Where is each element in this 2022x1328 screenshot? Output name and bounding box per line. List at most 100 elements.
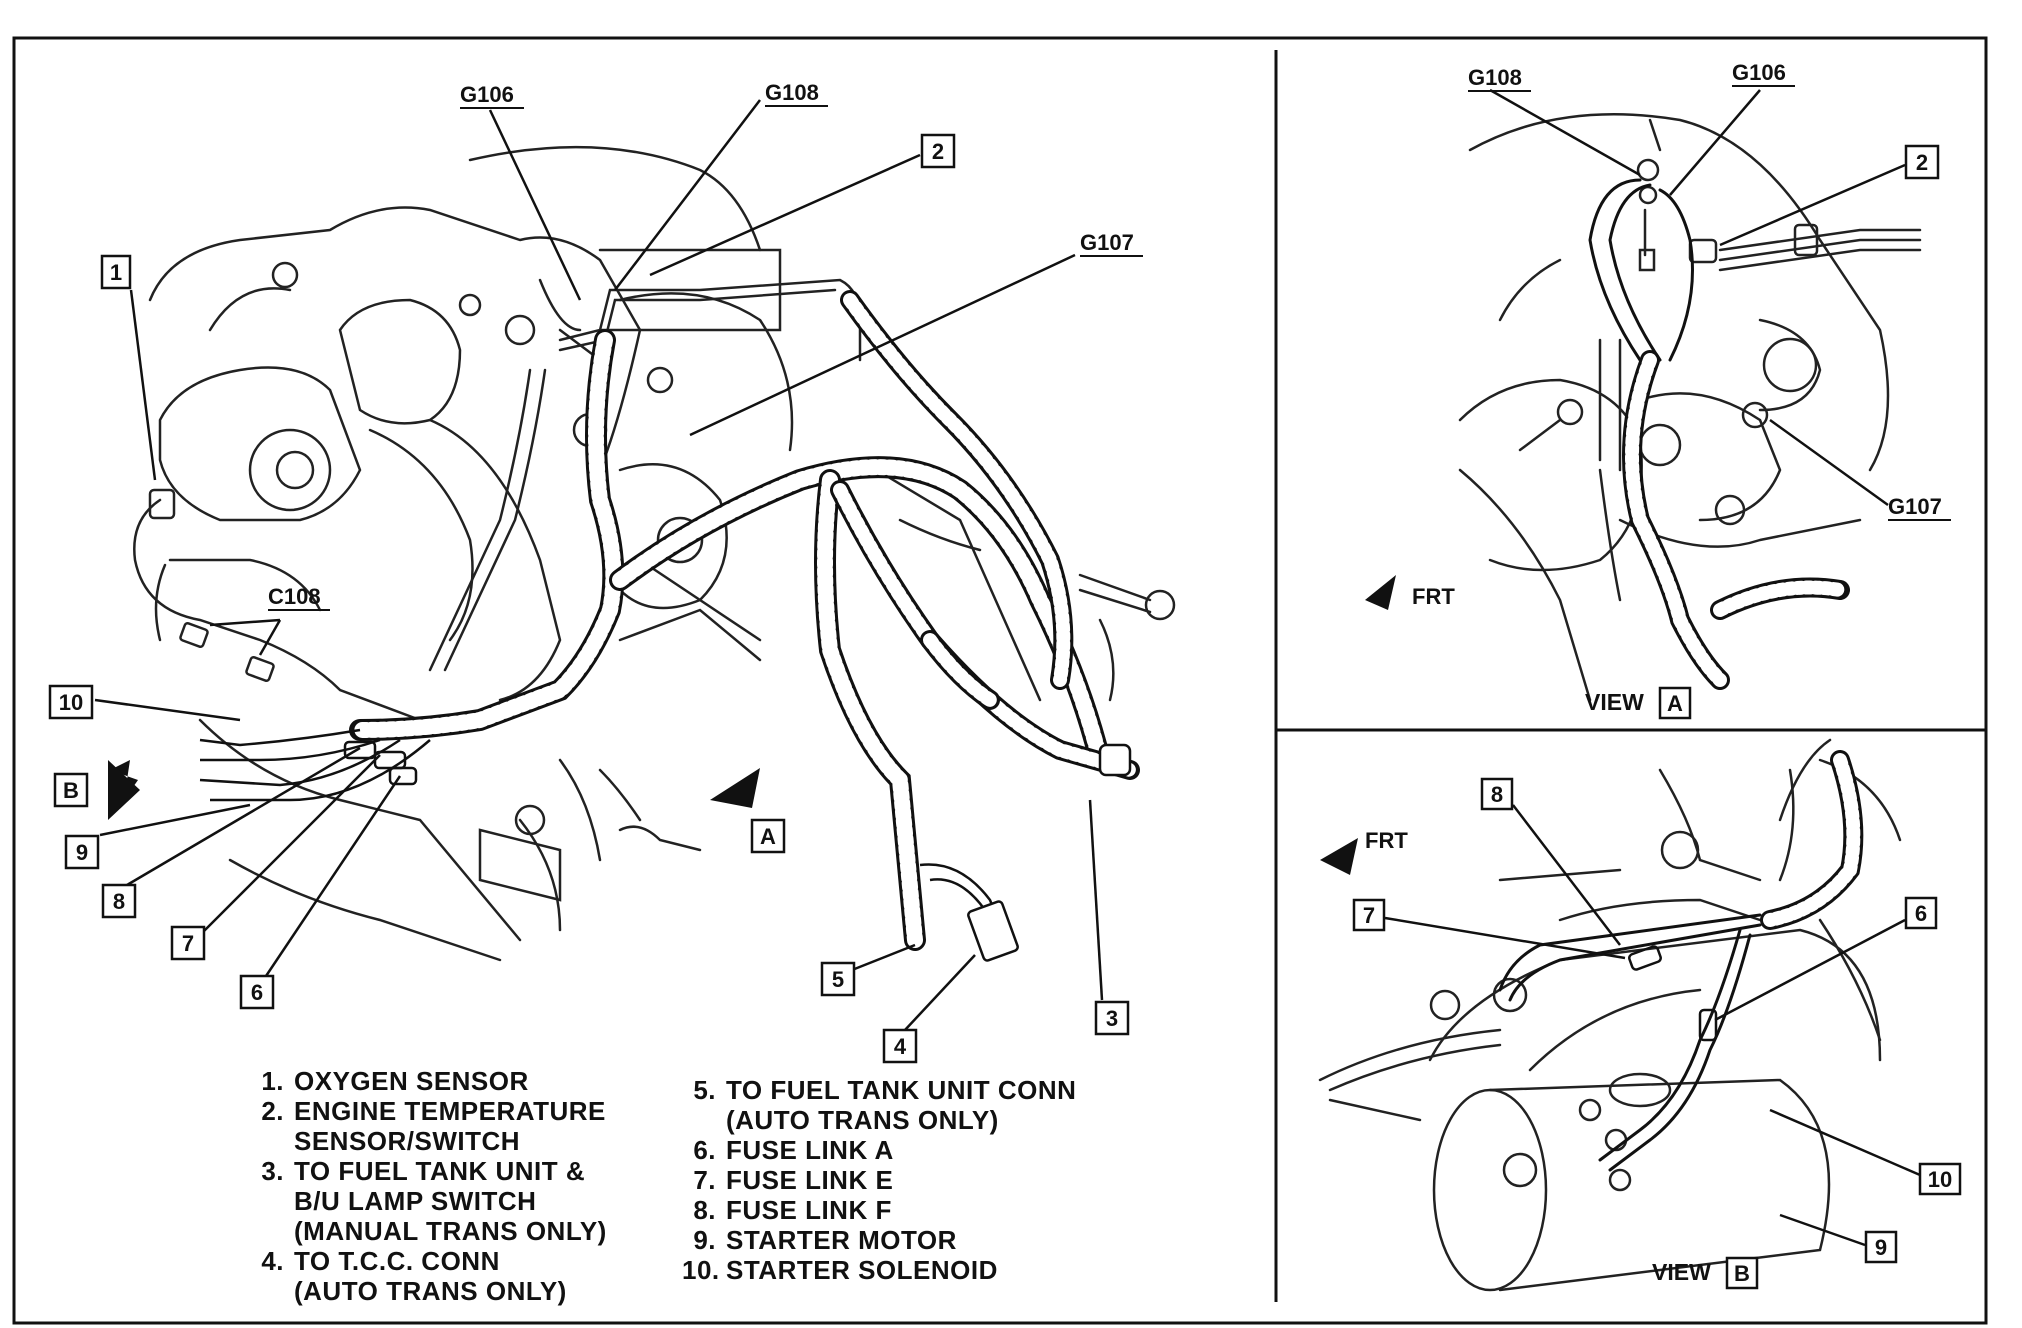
view-a-arrow (710, 768, 760, 808)
view-b-callout-10-text: 10 (1928, 1167, 1952, 1192)
view-a-callout-2-text: 2 (1916, 150, 1928, 175)
view-b-callout-8: 8 (1480, 777, 1514, 811)
legend-num: 10. (682, 1255, 720, 1285)
ground-label-g106-text: G106 (460, 82, 514, 107)
callout-9: 9 (64, 834, 100, 870)
legend-item-6: 6. FUSE LINK A (682, 1135, 1162, 1165)
view-a-callout-2: 2 (1904, 144, 1940, 180)
wiring-harness (349, 290, 1140, 951)
leader-lines-view-a (1489, 88, 1906, 507)
legend-text: ENGINE TEMPERATURE SENSOR/SWITCH (294, 1096, 606, 1156)
legend-num: 4. (261, 1246, 284, 1276)
callout-1-text: 1 (110, 260, 122, 285)
leader-lines-view-b (1384, 804, 1921, 1247)
view-b-title-text: VIEW (1652, 1259, 1711, 1285)
legend-text: FUSE LINK A (726, 1135, 894, 1165)
outer-frame (12, 36, 1988, 1325)
view-a-ground-g108: G108 (1468, 65, 1531, 92)
legend-num: 9. (693, 1225, 716, 1255)
legend-text: TO FUEL TANK UNIT & B/U LAMP SWITCH (MAN… (294, 1156, 607, 1246)
callout-4-text: 4 (894, 1034, 907, 1059)
view-b-callout-7: 7 (1352, 898, 1386, 932)
callout-4: 4 (882, 1028, 918, 1064)
ground-label-g108: G108 (765, 80, 828, 107)
view-b-drawing (1318, 738, 1902, 1292)
legend-item-3: 3. TO FUEL TANK UNIT & B/U LAMP SWITCH (… (250, 1156, 670, 1246)
view-b-callout-6-text: 6 (1915, 901, 1927, 926)
callout-8-text: 8 (113, 889, 125, 914)
legend-num: 1. (261, 1066, 284, 1096)
callout-10-text: 10 (59, 690, 83, 715)
legend-text: STARTER MOTOR (726, 1225, 957, 1255)
view-b-title: VIEW B (1652, 1256, 1759, 1290)
view-a-g108-text: G108 (1468, 65, 1522, 90)
leader-lines-main (94, 99, 1104, 1031)
legend-text: FUSE LINK F (726, 1195, 892, 1225)
legend-item-1: 1. OXYGEN SENSOR (250, 1066, 670, 1096)
view-a-g107-text: G107 (1888, 494, 1942, 519)
view-b-callout-8-text: 8 (1491, 782, 1503, 807)
ground-label-g107: G107 (1080, 230, 1143, 257)
legend-num: 3. (261, 1156, 284, 1186)
legend-text: STARTER SOLENOID (726, 1255, 998, 1285)
legend-num: 6. (693, 1135, 716, 1165)
view-a-frt-arrow (1365, 575, 1396, 610)
callout-3: 3 (1094, 1000, 1130, 1036)
legend-item-8: 8. FUSE LINK F (682, 1195, 1162, 1225)
callout-6-text: 6 (251, 980, 263, 1005)
view-a-title-text: VIEW (1585, 689, 1644, 715)
callout-2-text: 2 (932, 139, 944, 164)
callout-9-text: 9 (76, 840, 88, 865)
legend-num: 2. (261, 1096, 284, 1126)
callout-3-text: 3 (1106, 1006, 1118, 1031)
view-b-arrow-head (108, 760, 140, 820)
view-a-ground-g106: G106 (1732, 60, 1795, 87)
legend-text: TO T.C.C. CONN (AUTO TRANS ONLY) (294, 1246, 567, 1306)
legend-text: FUSE LINK E (726, 1165, 894, 1195)
callout-1: 1 (100, 254, 132, 290)
legend-right: 5. TO FUEL TANK UNIT CONN (AUTO TRANS ON… (682, 1075, 1162, 1285)
view-b-callout-9: 9 (1864, 1230, 1898, 1264)
view-b-callout-9-text: 9 (1875, 1235, 1887, 1260)
callout-8: 8 (101, 883, 137, 919)
callout-7: 7 (170, 925, 206, 961)
ground-label-g106: G106 (460, 82, 524, 109)
view-marker-a: A (750, 818, 786, 854)
view-a-drawing (1458, 113, 1922, 702)
legend-num: 8. (693, 1195, 716, 1225)
view-b-frt-label: FRT (1365, 828, 1408, 853)
legend-item-7: 7. FUSE LINK E (682, 1165, 1162, 1195)
view-b-callout-7-text: 7 (1363, 903, 1375, 928)
legend-item-2: 2. ENGINE TEMPERATURE SENSOR/SWITCH (250, 1096, 670, 1156)
view-a-title: VIEW A (1585, 686, 1692, 720)
view-a-frt-label: FRT (1412, 584, 1455, 609)
legend-item-5: 5. TO FUEL TANK UNIT CONN (AUTO TRANS ON… (682, 1075, 1162, 1135)
callout-5-text: 5 (832, 967, 844, 992)
view-a-title-letter: A (1667, 691, 1683, 716)
callout-5: 5 (820, 961, 856, 997)
view-b-frt-arrow (1320, 838, 1358, 875)
view-marker-a-text: A (760, 824, 776, 849)
view-b-harness (1498, 750, 1864, 1172)
legend-text: OXYGEN SENSOR (294, 1066, 529, 1096)
ground-label-g107-text: G107 (1080, 230, 1134, 255)
legend-num: 7. (693, 1165, 716, 1195)
legend-item-9: 9. STARTER MOTOR (682, 1225, 1162, 1255)
legend-text: TO FUEL TANK UNIT CONN (AUTO TRANS ONLY) (726, 1075, 1077, 1135)
callout-10: 10 (48, 684, 94, 720)
harness-connectors (199, 728, 1132, 962)
view-b-title-letter: B (1734, 1261, 1750, 1286)
view-a-harness (1588, 178, 1850, 690)
connector-label-c108-text: C108 (268, 584, 321, 609)
ground-label-g108-text: G108 (765, 80, 819, 105)
legend-item-10: 10. STARTER SOLENOID (682, 1255, 1162, 1285)
connector-label-c108: C108 (268, 584, 330, 611)
view-b-callout-6: 6 (1904, 896, 1938, 930)
legend-item-4: 4. TO T.C.C. CONN (AUTO TRANS ONLY) (250, 1246, 670, 1306)
view-a-ground-g107: G107 (1888, 494, 1951, 521)
view-marker-b: B (53, 772, 89, 808)
callout-6: 6 (239, 974, 275, 1010)
view-a-g106-text: G106 (1732, 60, 1786, 85)
view-b-callout-10: 10 (1918, 1162, 1962, 1196)
legend-num: 5. (693, 1075, 716, 1105)
